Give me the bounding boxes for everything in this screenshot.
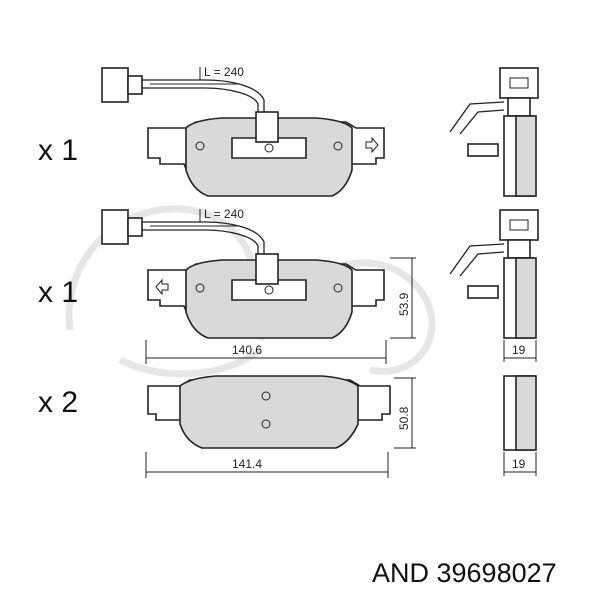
- row-2-side-view: 19: [449, 209, 539, 362]
- part-caption: AND 39698027: [372, 558, 557, 588]
- connector-plug-icon: [101, 67, 129, 103]
- row-3-width-dimension: 141.4: [145, 452, 389, 478]
- row-1-sensor-length: L = 240: [204, 65, 244, 79]
- row-1: x 1 L = 240: [38, 65, 539, 197]
- row-3-pad: [179, 375, 359, 449]
- row-2-sensor-length: L = 240: [204, 207, 244, 221]
- row-2-height-dimension: 53.9: [390, 257, 416, 339]
- row-2-thickness-label: 19: [512, 343, 526, 357]
- row-2-height-label: 53.9: [397, 292, 411, 316]
- row-2-width-label: 140.6: [232, 343, 262, 357]
- connector-plug-icon: [499, 209, 539, 241]
- row-1-quantity: x 1: [38, 134, 78, 167]
- row-2-quantity: x 1: [38, 276, 78, 309]
- row-3-thickness-label: 19: [512, 457, 526, 471]
- row-3-side-view: 19: [503, 375, 537, 476]
- row-1-wear-sensor: L = 240: [101, 65, 265, 112]
- row-3: x 2 141.4 50.8 19: [38, 375, 537, 478]
- connector-plug-icon: [101, 209, 129, 245]
- arrow-right-icon: [365, 136, 379, 154]
- row-3-width-label: 141.4: [232, 457, 262, 471]
- connector-plug-icon: [499, 67, 539, 99]
- row-1-side-view: [449, 67, 539, 197]
- arrow-left-icon: [155, 278, 169, 296]
- row-3-height-dimension: 50.8: [394, 377, 416, 449]
- row-2: x 1 L = 240 140.6 5: [38, 207, 539, 364]
- row-2-width-dimension: 140.6: [145, 340, 387, 364]
- row-3-quantity: x 2: [38, 386, 78, 419]
- row-2-wear-sensor: L = 240: [101, 207, 265, 254]
- row-3-height-label: 50.8: [397, 406, 411, 430]
